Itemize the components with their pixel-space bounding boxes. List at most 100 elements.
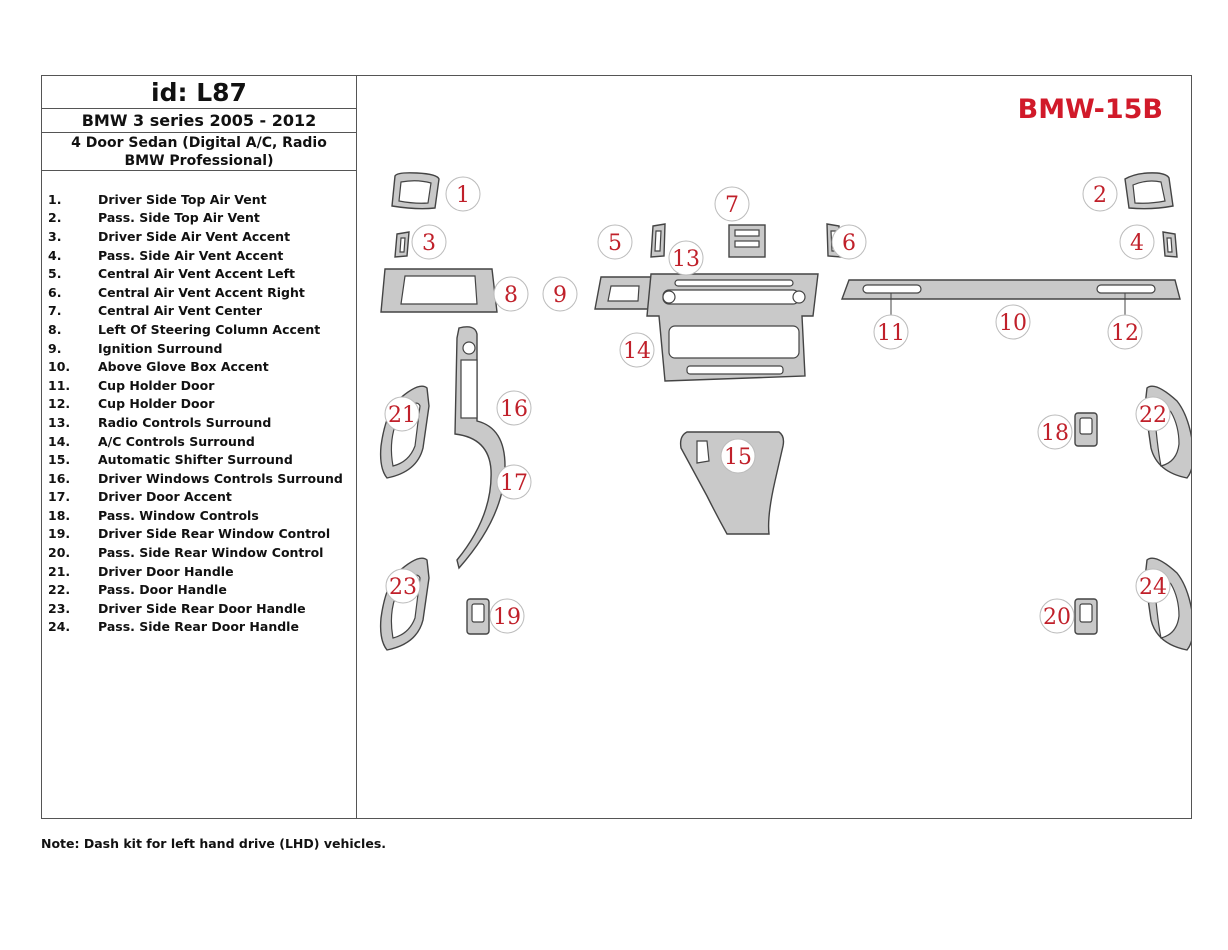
callout-circle [831,224,867,260]
callout-label: 23 [389,575,417,600]
part-name: Central Air Vent Center [98,303,263,319]
part-16-17-shape [454,326,506,570]
part-number: 16. [48,470,71,486]
callout-19: 19 [489,598,525,634]
car-description-line2: BMW Professional) [124,153,274,169]
callout-circle [445,176,481,212]
footer-note: Note: Dash kit for left hand drive (LHD)… [41,836,387,851]
part-number: 13. [48,414,71,430]
part-number: 3. [48,228,62,244]
callout-18: 18 [1037,414,1073,450]
part-name: Above Glove Box Accent [98,359,269,375]
part-19-shape [466,598,490,635]
part-number: 8. [48,321,62,337]
parts-list-item: 8.Left Of Steering Column Accent [48,320,343,339]
part-number: 23. [48,600,71,616]
parts-list-item: 7.Central Air Vent Center [48,302,343,321]
part-name: Driver Side Rear Door Handle [98,600,306,616]
callout-label: 9 [553,283,567,308]
parts-list-item: 16.Driver Windows Controls Surround [48,469,343,488]
callout-circle [496,390,532,426]
callout-circle [1082,176,1118,212]
part-1-shape [391,172,440,210]
callout-circle [385,568,421,604]
callout-3: 3 [411,224,447,260]
part-number: 20. [48,545,71,561]
parts-legend-panel: id: L87 BMW 3 series 2005 - 2012 4 Door … [42,76,357,818]
callout-circle [542,276,578,312]
part-4-shape [1162,231,1178,258]
part-number: 22. [48,582,71,598]
part-name: Central Air Vent Accent Right [98,284,305,300]
callout-1: 1 [445,176,481,212]
callout-circle [1107,314,1143,350]
callout-label: 21 [388,403,416,428]
callout-circle [995,304,1031,340]
callout-7: 7 [714,186,750,222]
parts-list-item: 3. Driver Side Air Vent Accent [48,227,343,246]
part-number: 15. [48,452,71,468]
part-2-shape [1124,172,1174,210]
callout-circle [1135,568,1171,604]
callout-5: 5 [597,224,633,260]
callout-label: 8 [504,283,518,308]
callout-20: 20 [1039,598,1075,634]
callout-21: 21 [384,396,420,432]
part-name: Automatic Shifter Surround [98,452,293,468]
part-name: Cup Holder Door [98,377,215,393]
callout-circle [597,224,633,260]
parts-list-item: 15. Automatic Shifter Surround [48,450,343,469]
parts-list-item: 24.Pass. Side Rear Door Handle [48,618,343,637]
part-7-shape [728,224,766,258]
callout-circle [489,598,525,634]
parts-list-item: 20.Pass. Side Rear Window Control [48,543,343,562]
part-number: 12. [48,396,71,412]
part-name: Driver Side Rear Window Control [98,526,331,542]
callout-2: 2 [1082,176,1118,212]
callout-label: 14 [623,339,651,364]
callout-label: 7 [725,193,739,218]
callout-label: 16 [500,397,528,422]
parts-diagram: BMW-15B [357,76,1191,818]
part-20-shape [1074,598,1098,635]
part-number: 14. [48,433,71,449]
parts-list-item: 11.Cup Holder Door [48,376,343,395]
callout-label: 10 [999,311,1027,336]
callout-15: 15 [720,438,756,474]
parts-list-item: 4.Pass. Side Air Vent Accent [48,246,343,265]
parts-list-item: 1.Driver Side Top Air Vent [48,190,343,209]
part-name: Pass. Door Handle [98,582,227,598]
callout-13: 13 [668,240,704,276]
diagram-frame: id: L87 BMW 3 series 2005 - 2012 4 Door … [41,75,1192,819]
callout-10: 10 [995,304,1031,340]
callout-23: 23 [385,568,421,604]
callout-circle [714,186,750,222]
parts-list-item: 17.Driver Door Accent [48,488,343,507]
part-number: 10. [48,359,71,375]
callout-label: 5 [608,231,622,256]
part-name: Cup Holder Door [98,396,215,412]
part-3-shape [394,231,410,258]
callout-12: 12 [1107,314,1143,350]
callout-label: 12 [1111,321,1139,346]
callout-label: 2 [1093,183,1107,208]
part-9-shape [594,276,652,310]
callout-17: 17 [496,464,532,500]
part-number: 19. [48,526,71,542]
parts-list-item: 22. Pass. Door Handle [48,580,343,599]
parts-list-item: 13.Radio Controls Surround [48,413,343,432]
part-number: 17. [48,489,71,505]
part-name: Pass. Side Rear Door Handle [98,619,299,635]
part-15-shape [679,431,785,535]
part-number: 9. [48,340,62,356]
callout-24: 24 [1135,568,1171,604]
callout-label: 4 [1130,231,1144,256]
part-number: 18. [48,507,71,523]
callout-label: 20 [1043,605,1071,630]
part-name: Driver Side Air Vent Accent [98,228,291,244]
parts-list-item: 9.Ignition Surround [48,339,343,358]
car-model: BMW 3 series 2005 - 2012 [42,109,356,133]
part-number: 5. [48,266,62,282]
